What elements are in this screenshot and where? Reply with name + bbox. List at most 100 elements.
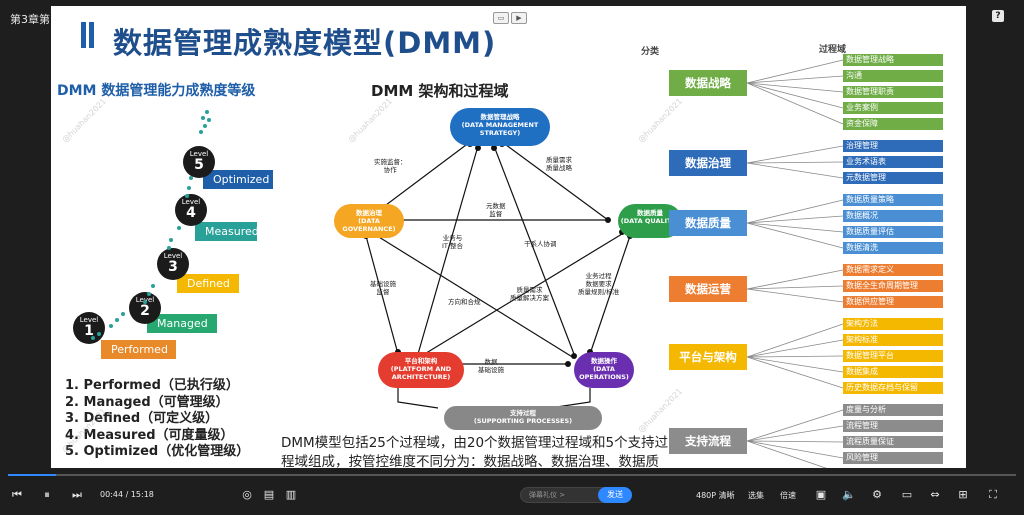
taxonomy-line	[747, 199, 844, 224]
picture-in-picture-icon[interactable]: ▭	[493, 12, 509, 24]
volume-icon[interactable]: 🔈	[842, 488, 856, 501]
process-domain-item: 数据质量评估	[843, 226, 943, 238]
send-button[interactable]: 发送	[598, 487, 632, 503]
diagram-connectors	[363, 141, 633, 409]
level-word: Level	[181, 198, 201, 206]
web-fullscreen-icon[interactable]: ⊞	[958, 488, 968, 501]
dmm-architecture-diagram: 数据管理战略 (DATA MANAGEMENT STRATEGY) 数据治理 (…	[278, 102, 688, 432]
node-label-cn: 数据操作	[591, 357, 617, 365]
process-domain-item: 架构标准	[843, 334, 943, 346]
process-domain-item: 数据管理战略	[843, 54, 943, 66]
process-domain-item: 数据概况	[843, 210, 943, 222]
staircase-dot	[97, 332, 101, 336]
staircase-dot	[207, 118, 211, 122]
staircase-dot	[109, 324, 113, 328]
level-3-bar: Defined	[177, 274, 239, 293]
taxonomy-line	[747, 59, 844, 84]
process-domain-item: 流程质量保证	[843, 436, 943, 448]
node-supporting-processes: 支持过程 (SUPPORTING PROCESSES)	[444, 406, 602, 430]
settings-gear-icon[interactable]: ⚙	[872, 488, 882, 501]
category-box: 平台与架构	[669, 344, 747, 370]
taxonomy-line	[747, 82, 844, 125]
level-number: 5	[194, 157, 204, 173]
edge-label: 业务过程 数据要求 质量规则/标准	[578, 272, 620, 296]
process-domain-item: 治理管理	[843, 140, 943, 152]
taxonomy-line	[747, 355, 844, 358]
level-list-item: 2. Managed（可管理级）	[65, 394, 229, 410]
staircase-dot	[115, 318, 119, 322]
edge-label: 业务与 IT 整合	[442, 234, 463, 250]
node-label-en: (DATA QUALITY)	[620, 217, 680, 225]
pause-icon[interactable]: ⏸	[44, 488, 50, 501]
danmu-style-icon[interactable]: ▥	[285, 488, 297, 501]
mini-player-icon[interactable]: ▶	[511, 12, 527, 24]
staircase-dot	[199, 130, 203, 134]
edge-label: 质量需求 质量战略	[546, 156, 572, 172]
next-icon[interactable]: ⏭	[72, 488, 82, 501]
staircase-dot	[205, 110, 209, 114]
level-number: 4	[186, 205, 196, 221]
edge-label: 质量需求 质量解决方案	[510, 286, 549, 302]
taxonomy-line	[747, 285, 844, 290]
taxonomy-line	[747, 222, 844, 249]
level-1-bar: Performed	[101, 340, 176, 359]
subtitle-off-icon[interactable]: ▣	[815, 488, 827, 501]
node-label-cn: 数据质量	[637, 209, 663, 217]
process-domain-item: 数据需求定义	[843, 264, 943, 276]
node-data-operations: 数据操作 (DATA OPERATIONS)	[574, 352, 634, 388]
player-controls: ⏮ ⏸ ⏭ 00:44 / 15:18 ◎ ▤ ▥ 弹幕礼仪 > 发送 480P…	[0, 480, 1024, 512]
process-domain-header: 过程域	[819, 45, 847, 55]
staircase-dot	[177, 226, 181, 230]
help-icon[interactable]: ?	[992, 10, 1004, 22]
speed-selector[interactable]: 倍速	[780, 491, 796, 500]
staircase-dot	[147, 292, 151, 296]
progress-fill	[8, 474, 57, 476]
taxonomy-line	[747, 215, 844, 224]
process-domain-item: 风险管理	[843, 452, 943, 464]
title-bars-decoration	[81, 22, 99, 48]
staircase-dot	[185, 194, 189, 198]
description-text: DMM模型包括25个过程域，由20个数据管理过程域和5个支持过程域组成，按管控维…	[281, 435, 669, 468]
process-domain-item: 数据管理职责	[843, 86, 943, 98]
node-label-en: (PLATFORM AND ARCHITECTURE)	[390, 365, 452, 381]
level-5-bar: Optimized	[203, 170, 273, 189]
taxonomy-line	[747, 409, 844, 442]
staircase-dot	[167, 246, 171, 250]
taxonomy-line	[747, 288, 844, 303]
time-display: 00:44 / 15:18	[100, 490, 154, 499]
node-label-en: (DATA MANAGEMENT STRATEGY)	[461, 121, 539, 137]
node-label-cn: 支持过程	[510, 409, 536, 417]
taxonomy-line	[747, 339, 844, 358]
level-list-item: 5. Optimized（优化管理级）	[65, 444, 250, 459]
danmu-toggle-icon[interactable]: ▤	[263, 488, 275, 501]
episode-selector[interactable]: 选集	[748, 491, 764, 500]
category-box: 数据质量	[669, 210, 747, 236]
taxonomy-line	[747, 162, 844, 179]
widescreen-icon[interactable]: ⇔	[930, 488, 940, 501]
staircase-dot	[201, 116, 205, 120]
staircase-dot	[143, 300, 147, 304]
staircase-dot	[91, 336, 95, 340]
process-domain-item: 数据集成	[843, 366, 943, 378]
level-word: Level	[79, 316, 99, 324]
quality-selector[interactable]: 480P 清晰	[696, 491, 735, 500]
staircase-dot	[203, 124, 207, 128]
danmu-settings-icon[interactable]: ◎	[242, 488, 252, 501]
staircase-dot	[151, 284, 155, 288]
process-domain-item: 业务案例	[843, 102, 943, 114]
level-2-badge: Level2	[129, 292, 161, 324]
pip-icon[interactable]: ▭	[901, 488, 913, 501]
previous-icon[interactable]: ⏮	[12, 488, 22, 501]
progress-bar[interactable]	[8, 474, 1016, 476]
process-domain-item: 度量与分析	[843, 404, 943, 416]
process-domain-item: 资金保障	[843, 118, 943, 130]
node-label-en: (DATA GOVERNANCE)	[342, 217, 396, 233]
fullscreen-icon[interactable]: ⛶	[989, 488, 997, 501]
node-data-governance: 数据治理 (DATA GOVERNANCE)	[334, 204, 404, 238]
level-list-item: 4. Measured（可度量级）	[65, 427, 234, 443]
level-2-bar: Managed	[147, 314, 217, 333]
staircase-dot	[169, 238, 173, 242]
